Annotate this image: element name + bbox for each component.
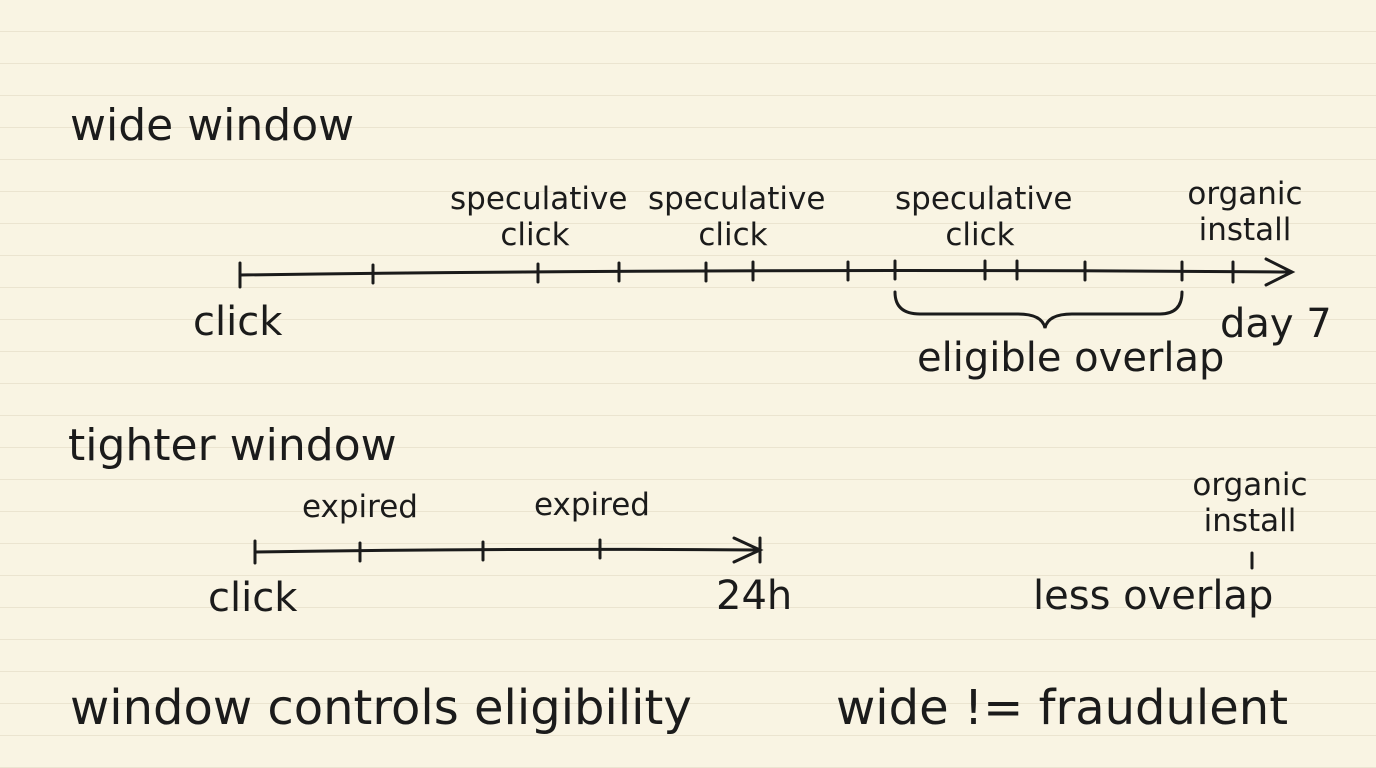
tight-end-label: 24h bbox=[716, 573, 793, 619]
label-line: install bbox=[1198, 211, 1292, 248]
organic-install-label-wide: organic install bbox=[1170, 176, 1320, 248]
footer-left-text: window controls eligibility bbox=[70, 680, 692, 736]
label-line: speculative bbox=[450, 181, 628, 217]
tight-timeline-axis bbox=[253, 547, 762, 554]
wide-timeline-arrowhead bbox=[1264, 257, 1296, 287]
label-line: organic bbox=[1187, 176, 1303, 212]
label-line: click bbox=[500, 216, 570, 253]
label-line: click bbox=[945, 216, 1015, 253]
wide-end-label: day 7 bbox=[1220, 301, 1332, 347]
overlap-brace bbox=[893, 290, 1184, 329]
eligible-overlap-label: eligible overlap bbox=[917, 335, 1225, 381]
speculative-click-label-3: speculative click bbox=[895, 181, 1073, 253]
label-line: organic bbox=[1192, 467, 1308, 503]
organic-install-label-tight: organic install bbox=[1175, 467, 1325, 539]
wide-start-label: click bbox=[193, 299, 283, 345]
label-line: install bbox=[1203, 502, 1297, 539]
expired-label-2: expired bbox=[534, 487, 650, 523]
speculative-click-label-1: speculative click bbox=[450, 181, 628, 253]
wide-window-title: wide window bbox=[70, 100, 355, 151]
label-line: speculative bbox=[895, 181, 1073, 217]
speculative-click-label-2: speculative click bbox=[648, 181, 826, 253]
footer-right-text: wide != fraudulent bbox=[836, 680, 1289, 736]
label-line: click bbox=[698, 216, 768, 253]
less-overlap-label: less overlap bbox=[1033, 573, 1274, 619]
expired-label-1: expired bbox=[302, 489, 418, 525]
tight-start-label: click bbox=[208, 575, 298, 621]
label-line: speculative bbox=[648, 181, 826, 217]
tight-window-title: tighter window bbox=[68, 420, 397, 471]
wide-timeline-axis bbox=[238, 269, 1292, 277]
